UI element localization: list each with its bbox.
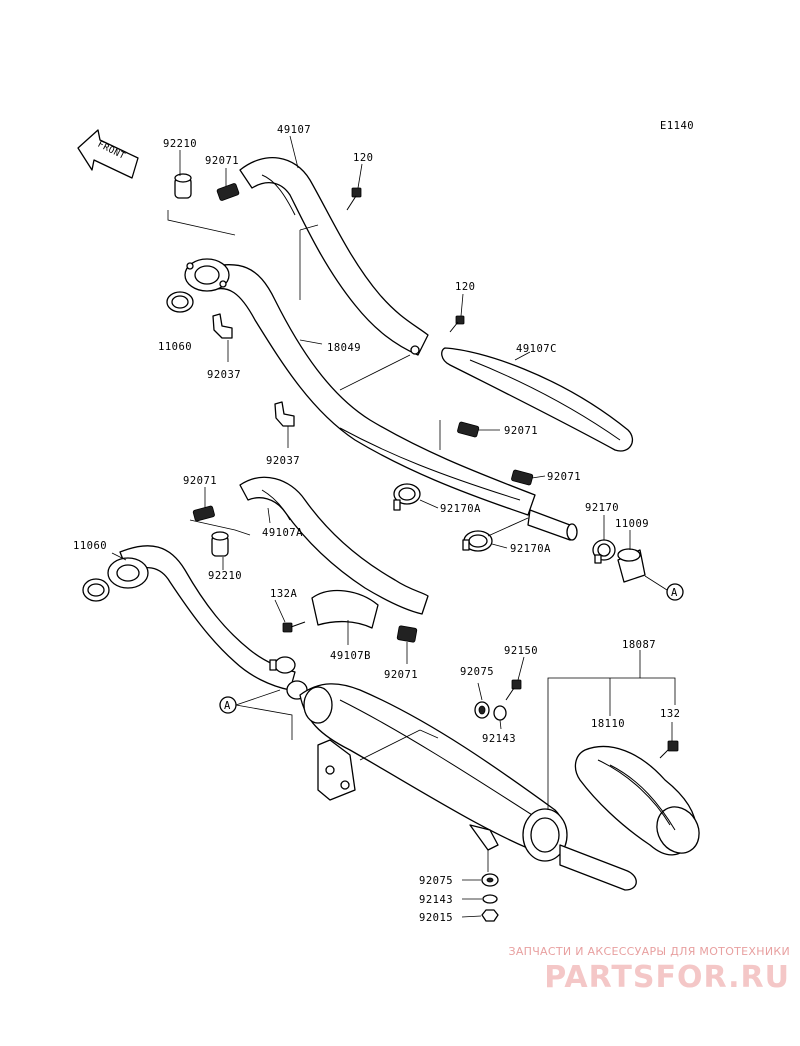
pipe-joint-end [527,509,578,541]
collar-92210-top [174,173,192,199]
front-arrow-icon: FRONT [77,129,139,179]
bolt-132A [282,621,306,633]
front-pipe-flange [184,258,230,292]
label-92071-left: 92071 [183,475,217,487]
label-92210-left: 92210 [208,570,242,582]
leader-lines [111,135,676,918]
bolt-120-mid [449,315,465,333]
clamp-92170A-top [393,483,421,511]
label-92143-top: 92143 [482,733,516,745]
front-exhaust-pipe [204,264,536,516]
watermark: ЗАПЧАСТИ И АКСЕССУАРЫ ДЛЯ МОТОТЕХНИКИ PA… [470,945,790,995]
reference-a-left: A [219,696,237,714]
label-92170A-2: 92170A [510,543,551,555]
damper-92071-left [192,505,215,522]
label-49107B: 49107B [330,650,371,662]
heat-guard-49107A [239,476,429,615]
label-11009: 11009 [615,518,649,530]
damper-92071-b [396,625,418,643]
nut-92015 [481,909,499,922]
label-11060-top: 11060 [158,341,192,353]
heat-guard-49107B [311,589,379,629]
damper-92071-right [511,469,534,486]
reference-a-right: A [666,583,684,601]
washer-92143-top [493,705,507,721]
bolt-92150 [505,679,522,701]
diagram-code: E1140 [660,120,694,132]
label-92037-mid: 92037 [266,455,300,467]
label-49107A: 49107A [262,527,303,539]
label-92071-b: 92071 [384,669,418,681]
damper-92071-top [216,183,240,201]
label-11060-left: 11060 [73,540,107,552]
label-120-top: 120 [353,152,373,164]
bolt-132 [659,740,679,759]
label-18087: 18087 [622,639,656,651]
damper-92071-mid [457,421,480,438]
label-92037-top: 92037 [207,369,241,381]
watermark-logo: PARTSFOR.RU [544,960,790,995]
label-18110: 18110 [591,718,625,730]
muffler [299,683,637,891]
grommet-92075-bottom [481,873,499,887]
bracket-92037-mid [274,401,295,427]
bolt-120-top [346,187,362,211]
label-120-mid: 120 [455,281,475,293]
label-92170A-1: 92170A [440,503,481,515]
part-labels: 92210 92071 49107 120 11060 92037 18049 … [73,124,680,924]
label-92075-bottom: 92075 [419,875,453,887]
label-92210-top: 92210 [163,138,197,150]
washer-92143-bottom [482,894,498,904]
label-49107: 49107 [277,124,311,136]
clamp-92170A-bottom [462,530,493,552]
label-92071-right: 92071 [547,471,581,483]
label-92015: 92015 [419,912,453,924]
label-132A: 132A [270,588,297,600]
label-92170: 92170 [585,502,619,514]
label-92143-bottom: 92143 [419,894,453,906]
rear-pipe-clamp [269,656,308,700]
label-49107C: 49107C [516,343,557,355]
label-132: 132 [660,708,680,720]
clamp-92170 [592,539,616,564]
heat-guard-49107C [441,347,633,452]
svg-text:A: A [224,700,231,712]
label-92071-mid: 92071 [504,425,538,437]
heat-guard-49107 [239,157,429,356]
rear-exhaust-pipe [119,545,296,691]
silencer-18110 [574,745,700,856]
watermark-tagline: ЗАПЧАСТИ И АКСЕССУАРЫ ДЛЯ МОТОТЕХНИКИ [508,945,790,958]
grommet-92075-top [474,701,490,719]
label-18049: 18049 [327,342,361,354]
bracket-92037-top [212,313,233,339]
svg-text:A: A [671,587,678,599]
gasket-11009 [617,548,646,583]
rear-pipe-flange [107,557,149,589]
collar-92210-left [211,531,229,557]
label-92150: 92150 [504,645,538,657]
label-92071-top: 92071 [205,155,239,167]
label-92075-top: 92075 [460,666,494,678]
